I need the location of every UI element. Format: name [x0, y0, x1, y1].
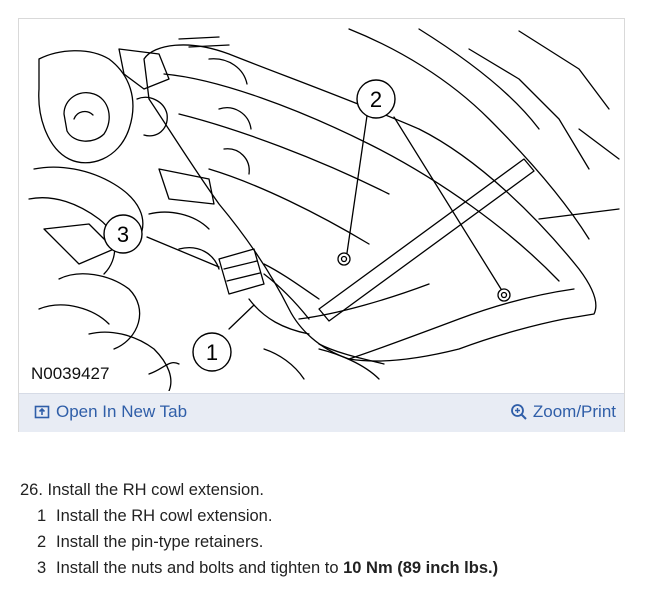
torque-spec: 10 Nm (89 inch lbs.): [343, 559, 499, 577]
substep-text-plain: Install the nuts and bolts and tighten t…: [56, 559, 344, 577]
callout-2: 2: [370, 87, 382, 112]
zoom-print-link[interactable]: Zoom/Print: [510, 402, 616, 422]
figure-id-label: N0039427: [31, 364, 110, 383]
step-26: 26. Install the RH cowl extension.: [20, 480, 640, 500]
figure-action-bar: Open In New Tab Zoom/Print: [19, 393, 624, 432]
substep-text: Install the nuts and bolts and tighten t…: [56, 558, 498, 578]
step-text: Install the RH cowl extension.: [47, 481, 264, 499]
open-in-new-tab-link[interactable]: Open In New Tab: [33, 402, 187, 422]
callout-3: 3: [117, 222, 129, 247]
open-in-new-tab-icon: [33, 403, 51, 421]
zoom-print-label: Zoom/Print: [532, 402, 616, 421]
cowl-extension-illustration: 2 3 1: [19, 19, 624, 391]
substep-1: 1 Install the RH cowl extension.: [37, 506, 640, 526]
substep-text: Install the RH cowl extension.: [56, 507, 273, 525]
substep-text: Install the pin-type retainers.: [56, 533, 264, 551]
zoom-magnifier-icon: [510, 403, 528, 421]
step-number: 26.: [20, 481, 43, 499]
substep-3: 3 Install the nuts and bolts and tighten…: [37, 558, 640, 578]
substep-number: 1: [37, 507, 47, 525]
figure-card: 2 3 1 N0039427 Open In New Tab Zoom/: [18, 18, 625, 432]
instruction-steps: 26. Install the RH cowl extension. 1 Ins…: [20, 480, 640, 584]
substep-2: 2 Install the pin-type retainers.: [37, 532, 640, 552]
open-in-new-tab-label: Open In New Tab: [56, 402, 188, 421]
callout-1: 1: [206, 340, 218, 365]
substep-number: 3: [37, 559, 47, 577]
substep-number: 2: [37, 533, 47, 551]
